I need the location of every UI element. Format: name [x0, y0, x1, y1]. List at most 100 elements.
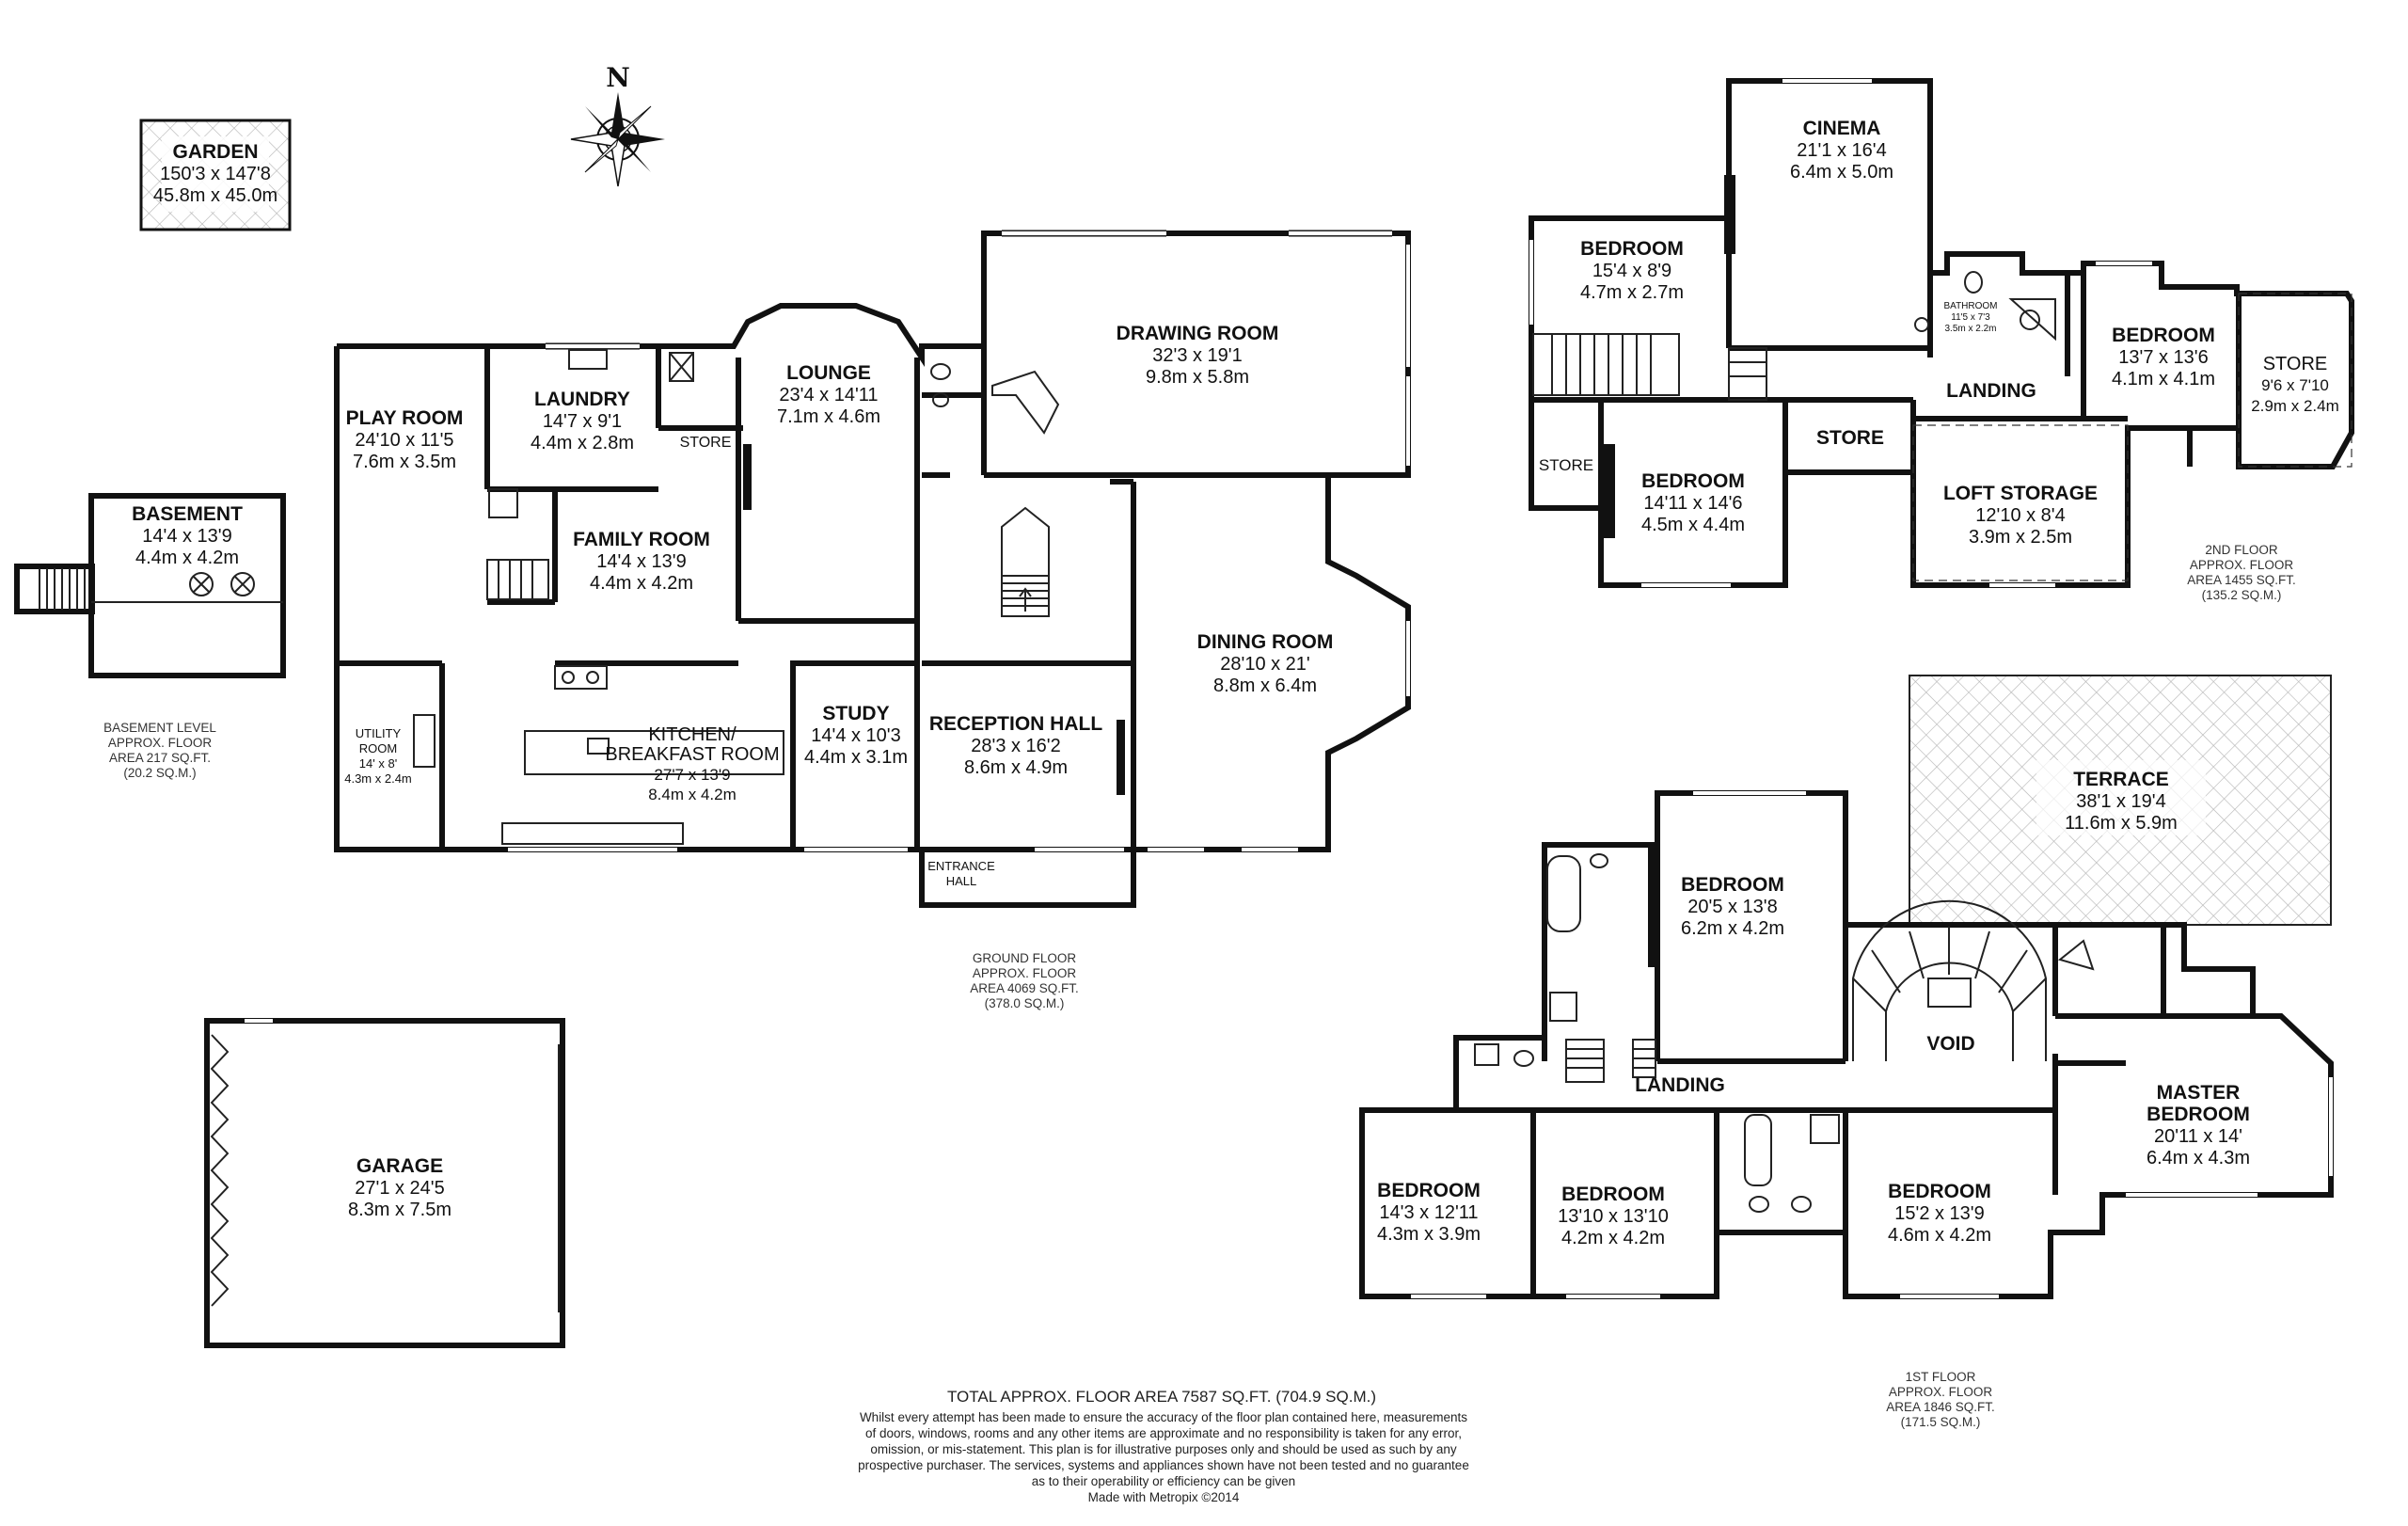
- ground-floor-note-3: AREA 4069 SQ.FT.: [970, 981, 1079, 995]
- disclaimer-line-1: Whilst every attempt has been made to en…: [860, 1410, 1467, 1424]
- ff-landing-name: LANDING: [1635, 1074, 1725, 1096]
- garage-name: GARAGE: [356, 1155, 443, 1177]
- sf-landing-name: LANDING: [1946, 380, 2036, 402]
- ff-bedroom-a-metric: 6.2m x 4.2m: [1681, 918, 1784, 939]
- kitchen-imperial: 27'7 x 13'9: [654, 766, 730, 784]
- play-room-imperial: 24'10 x 11'5: [355, 430, 453, 451]
- dining-room-name: DINING ROOM: [1197, 631, 1334, 653]
- sf-bathroom-metric: 3.5m x 2.2m: [1944, 324, 1996, 334]
- utility-room-name-1: UTILITY: [356, 726, 402, 740]
- sf-bathroom-name: BATHROOM: [1943, 301, 1997, 311]
- entrance-hall-name-2: HALL: [946, 874, 977, 888]
- terrace-imperial: 38'1 x 19'4: [2076, 791, 2166, 812]
- basement-level-note-2: APPROX. FLOOR: [108, 736, 213, 750]
- laundry-imperial: 14'7 x 9'1: [543, 411, 622, 432]
- basement-level-note-3: AREA 217 SQ.FT.: [109, 751, 211, 765]
- master-bedroom-name-1: MASTER: [2157, 1082, 2241, 1104]
- disclaimer-line-3: omission, or mis-statement. This plan is…: [870, 1442, 1457, 1456]
- drawing-room-metric: 9.8m x 5.8m: [1146, 367, 1249, 388]
- first-floor-note-1: 1ST FLOOR: [1906, 1370, 1976, 1384]
- sf-bedroom-b-imperial: 13'7 x 13'6: [2118, 347, 2209, 368]
- reception-hall-imperial: 28'3 x 16'2: [971, 736, 1061, 756]
- total-floor-area: TOTAL APPROX. FLOOR AREA 7587 SQ.FT. (70…: [947, 1388, 1376, 1406]
- ground-floor-note-2: APPROX. FLOOR: [973, 966, 1077, 980]
- footer: TOTAL APPROX. FLOOR AREA 7587 SQ.FT. (70…: [858, 1388, 1469, 1504]
- sf-store-c-name: STORE: [1539, 456, 1593, 474]
- family-room-imperial: 14'4 x 13'9: [596, 551, 687, 572]
- ground-floor-note-4: (378.0 SQ.M.): [985, 996, 1065, 1010]
- sf-store-a-imperial: 9'6 x 7'10: [2261, 376, 2329, 394]
- north-label: N: [606, 62, 630, 93]
- disclaimer-line-2: of doors, windows, rooms and any other i…: [865, 1426, 1462, 1440]
- lounge-metric: 7.1m x 4.6m: [777, 406, 880, 427]
- first-floor-note-2: APPROX. FLOOR: [1889, 1385, 1993, 1399]
- kitchen-name-2: BREAKFAST ROOM: [605, 744, 779, 765]
- first-floor-note-3: AREA 1846 SQ.FT.: [1886, 1400, 1995, 1414]
- reception-hall-name: RECEPTION HALL: [929, 713, 1103, 735]
- sf-bedroom-b-metric: 4.1m x 4.1m: [2112, 369, 2215, 389]
- ff-bedroom-c-name: BEDROOM: [1561, 1184, 1665, 1205]
- sf-bedroom-a-metric: 4.7m x 2.7m: [1580, 282, 1684, 303]
- disclaimer-line-6: Made with Metropix ©2014: [1088, 1490, 1240, 1504]
- loft-storage-imperial: 12'10 x 8'4: [1975, 505, 2066, 526]
- cinema-name: CINEMA: [1803, 118, 1881, 139]
- basement-level-note-4: (20.2 SQ.M.): [123, 766, 196, 780]
- master-bedroom-name-2: BEDROOM: [2147, 1104, 2250, 1125]
- basement-imperial: 14'4 x 13'9: [142, 526, 232, 547]
- utility-room-name-2: ROOM: [359, 741, 397, 755]
- kitchen-name-1: KITCHEN/: [648, 724, 737, 745]
- master-bedroom-metric: 6.4m x 4.3m: [2147, 1148, 2250, 1168]
- second-floor-note-3: AREA 1455 SQ.FT.: [2187, 573, 2296, 587]
- study-name: STUDY: [822, 703, 889, 724]
- loft-storage-name: LOFT STORAGE: [1943, 483, 2098, 504]
- ff-bedroom-c-metric: 4.2m x 4.2m: [1561, 1228, 1665, 1248]
- cinema-metric: 6.4m x 5.0m: [1790, 162, 1893, 183]
- play-room-metric: 7.6m x 3.5m: [353, 452, 456, 472]
- ff-bedroom-d-imperial: 15'2 x 13'9: [1894, 1203, 1985, 1224]
- lounge-name: LOUNGE: [786, 362, 871, 384]
- utility-room-metric: 4.3m x 2.4m: [344, 771, 412, 786]
- first-floor-note-4: (171.5 SQ.M.): [1901, 1415, 1981, 1429]
- garage-metric: 8.3m x 7.5m: [348, 1200, 452, 1220]
- sf-store-a-metric: 2.9m x 2.4m: [2251, 397, 2339, 415]
- lounge-imperial: 23'4 x 14'11: [779, 385, 878, 405]
- study-metric: 4.4m x 3.1m: [804, 747, 908, 768]
- second-floor-plan: CINEMA 21'1 x 16'4 6.4m x 5.0m BEDROOM 1…: [1529, 78, 2354, 602]
- cinema-imperial: 21'1 x 16'4: [1797, 140, 1887, 161]
- second-floor-note-2: APPROX. FLOOR: [2190, 558, 2294, 572]
- garden-metric: 45.8m x 45.0m: [153, 185, 277, 206]
- terrace-name: TERRACE: [2073, 769, 2169, 790]
- drawing-room-imperial: 32'3 x 19'1: [1152, 345, 1243, 366]
- ff-bedroom-a-imperial: 20'5 x 13'8: [1687, 897, 1778, 917]
- gf-store-name: STORE: [680, 435, 732, 451]
- family-room-name: FAMILY ROOM: [573, 529, 710, 550]
- ground-floor-note-1: GROUND FLOOR: [973, 951, 1077, 965]
- garden: GARDEN 150'3 x 147'8 45.8m x 45.0m: [139, 119, 292, 231]
- play-room-name: PLAY ROOM: [346, 407, 464, 429]
- void-name: VOID: [1926, 1033, 1974, 1055]
- terrace-metric: 11.6m x 5.9m: [2065, 813, 2178, 834]
- basement-metric: 4.4m x 4.2m: [135, 548, 239, 568]
- dining-room-imperial: 28'10 x 21': [1220, 654, 1310, 675]
- laundry-name: LAUNDRY: [534, 389, 630, 410]
- ff-bedroom-a-name: BEDROOM: [1681, 874, 1784, 896]
- sf-bedroom-a-name: BEDROOM: [1580, 238, 1684, 260]
- loft-storage-metric: 3.9m x 2.5m: [1969, 527, 2072, 548]
- ff-bedroom-b-imperial: 14'3 x 12'11: [1379, 1202, 1478, 1223]
- ff-bedroom-d-metric: 4.6m x 4.2m: [1888, 1225, 1991, 1246]
- disclaimer-line-5: as to their operability or efficiency ca…: [1032, 1474, 1295, 1488]
- ff-bedroom-c-imperial: 13'10 x 13'10: [1558, 1206, 1669, 1227]
- garage-plan: GARAGE 27'1 x 24'5 8.3m x 7.5m: [204, 1018, 565, 1348]
- ground-floor-plan: PLAY ROOM 24'10 x 11'5 7.6m x 3.5m LAUND…: [334, 230, 1411, 1010]
- kitchen-metric: 8.4m x 4.2m: [648, 786, 737, 803]
- garden-name: GARDEN: [172, 141, 258, 163]
- entrance-hall-name-1: ENTRANCE: [927, 859, 995, 873]
- laundry-metric: 4.4m x 2.8m: [531, 433, 634, 453]
- reception-hall-metric: 8.6m x 4.9m: [964, 757, 1068, 778]
- ff-bedroom-d-name: BEDROOM: [1888, 1181, 1991, 1202]
- family-room-metric: 4.4m x 4.2m: [590, 573, 693, 594]
- utility-room-imperial: 14' x 8': [359, 756, 397, 771]
- sf-bedroom-c-metric: 4.5m x 4.4m: [1641, 515, 1745, 535]
- study-imperial: 14'4 x 10'3: [811, 725, 901, 746]
- garden-imperial: 150'3 x 147'8: [160, 164, 271, 184]
